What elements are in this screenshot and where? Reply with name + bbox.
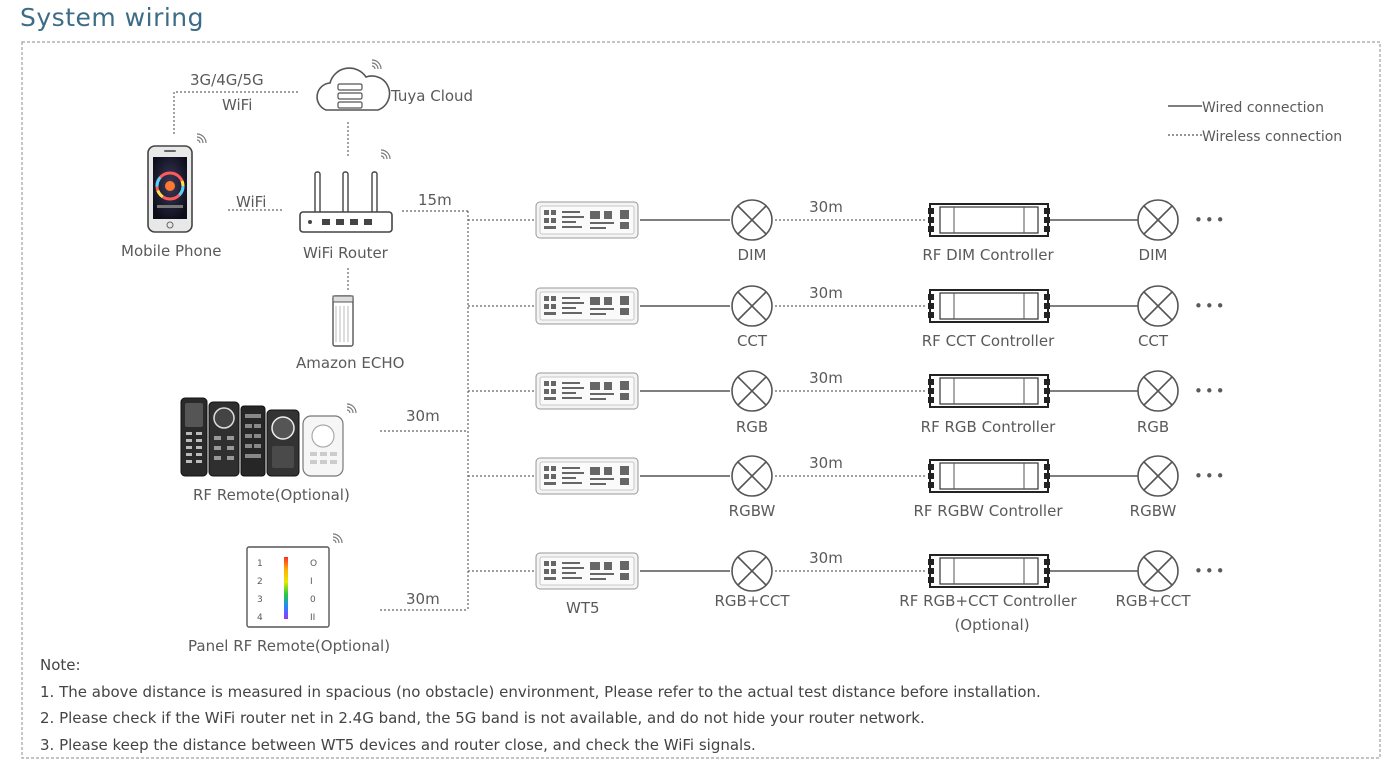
end-light-bulb-icon [1137, 199, 1179, 241]
continuation-ellipsis: ••• [1194, 382, 1227, 400]
cloud-icon [316, 59, 391, 111]
echo-label: Amazon ECHO [296, 354, 404, 372]
row-distance-label: 30m [809, 369, 843, 387]
phone-cloud-link [173, 91, 300, 134]
light-label: RGB [736, 418, 768, 436]
mobile-phone-icon [147, 133, 207, 233]
legend: Wired connection Wireless connection [1168, 100, 1342, 145]
panel-key-right: II [310, 613, 315, 623]
controller-label: RF RGB Controller [921, 418, 1057, 436]
row-distance-label: 30m [809, 454, 843, 472]
page-title: System wiring [20, 3, 205, 32]
panel-key-right: O [310, 559, 317, 569]
panel-key-right: 0 [310, 595, 316, 605]
wt5-module-icon [535, 287, 639, 325]
note-item-3: 3. Please keep the distance between WT5 … [40, 735, 756, 754]
panel-key-labels: 1 2 3 4 OI 0II [257, 559, 317, 623]
controller-label: RF RGBW Controller [913, 502, 1063, 520]
end-light-label: RGB [1137, 418, 1169, 436]
controller-row: DIM 30m RF DIM Controller DIM ••• [468, 198, 1227, 264]
cloud-label: Tuya Cloud [390, 87, 473, 105]
controller-row: RGBW 30m RF RGBW Controller RGBW ••• [468, 454, 1227, 520]
phone-label: Mobile Phone [121, 242, 221, 260]
rf-remote-distance-label: 30m [406, 407, 440, 425]
continuation-ellipsis: ••• [1194, 467, 1227, 485]
end-light-label: RGB+CCT [1115, 592, 1191, 610]
controller-row: RGB 30m RF RGB Controller RGB ••• [468, 369, 1227, 436]
rf-controller-icon [927, 289, 1051, 323]
network-label-cellular: 3G/4G/5G [190, 71, 264, 89]
note-item-2: 2. Please check if the WiFi router net i… [40, 709, 925, 727]
notes-heading: Note: [40, 656, 81, 674]
continuation-ellipsis: ••• [1194, 297, 1227, 315]
continuation-ellipsis: ••• [1194, 562, 1227, 580]
controller-label: RF DIM Controller [922, 246, 1054, 264]
light-label: RGB+CCT [714, 592, 790, 610]
legend-wired-label: Wired connection [1202, 100, 1324, 116]
light-bulb-icon [731, 455, 773, 497]
rf-controller-icon [927, 459, 1051, 493]
wt5-module-icon [535, 552, 639, 590]
panel-remote-label: Panel RF Remote(Optional) [188, 637, 390, 655]
rf-controller-icon [927, 374, 1051, 408]
panel-key-right: I [310, 577, 313, 587]
wifi-router-icon [299, 149, 393, 233]
end-light-label: RGBW [1130, 502, 1177, 520]
light-bulb-icon [731, 550, 773, 592]
light-bulb-icon [731, 199, 773, 241]
phone-router-link-label: WiFi [236, 193, 266, 211]
light-label: DIM [738, 246, 767, 264]
panel-key-left: 2 [257, 577, 263, 587]
wt5-module-icon [535, 372, 639, 410]
amazon-echo-icon [332, 295, 354, 347]
module-name-label: WT5 [566, 599, 600, 617]
continuation-ellipsis: ••• [1194, 211, 1227, 229]
panel-key-left: 4 [257, 613, 263, 623]
wt5-module-icon [535, 457, 639, 495]
legend-wireless-label: Wireless connection [1202, 129, 1342, 145]
panel-key-left: 1 [257, 559, 263, 569]
wt5-module-icon [535, 201, 639, 239]
end-light-label: DIM [1139, 246, 1168, 264]
row-distance-label: 30m [809, 198, 843, 216]
controller-row: CCT 30m RF CCT Controller CCT ••• [468, 284, 1227, 350]
light-label: CCT [737, 332, 768, 350]
light-bulb-icon [731, 285, 773, 327]
panel-remote-icon [246, 533, 343, 628]
router-distance-label: 15m [418, 191, 452, 209]
panel-key-left: 3 [257, 595, 263, 605]
panel-distance-label: 30m [406, 590, 440, 608]
row-distance-label: 30m [809, 549, 843, 567]
end-light-bulb-icon [1137, 550, 1179, 592]
note-item-1: 1. The above distance is measured in spa… [40, 682, 1041, 701]
diagram-border [21, 41, 1381, 759]
light-label: RGBW [729, 502, 776, 520]
end-light-bulb-icon [1137, 285, 1179, 327]
end-light-bulb-icon [1137, 455, 1179, 497]
rf-remote-label: RF Remote(Optional) [193, 486, 350, 504]
router-label: WiFi Router [303, 244, 389, 262]
controller-rows: DIM 30m RF DIM Controller DIM ••• CCT 30m RF CC… [468, 198, 1227, 634]
row-distance-label: 30m [809, 284, 843, 302]
end-light-label: CCT [1138, 332, 1169, 350]
controller-row: RGB+CCT 30m RF RGB+CCT Controller (Optional… [468, 549, 1227, 634]
end-light-bulb-icon [1137, 370, 1179, 412]
rf-controller-icon [927, 554, 1051, 588]
rf-controller-icon [927, 203, 1051, 237]
network-label-wifi: WiFi [222, 96, 252, 114]
controller-label: RF CCT Controller [922, 332, 1055, 350]
notes-section: Note: 1. The above distance is measured … [40, 652, 1041, 758]
rf-remote-icon [180, 397, 357, 477]
light-bulb-icon [731, 370, 773, 412]
controller-label-optional: (Optional) [954, 616, 1029, 634]
controller-label: RF RGB+CCT Controller [899, 592, 1077, 610]
